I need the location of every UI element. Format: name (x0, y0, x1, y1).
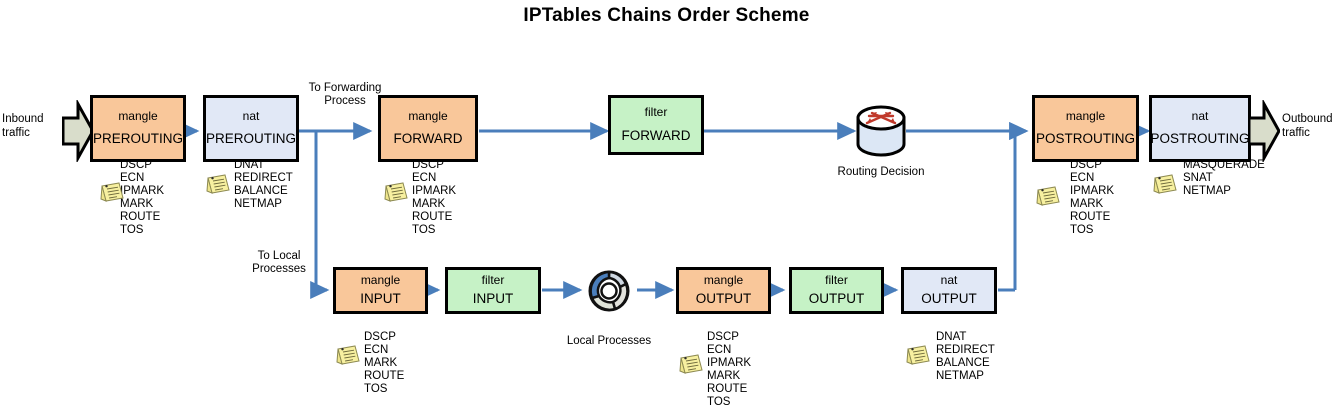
box-chain-name: FORWARD (393, 131, 463, 147)
box-table-name: mangle (408, 108, 448, 123)
outbound-arrow-icon (1248, 100, 1280, 162)
sticky-note-icon (206, 174, 230, 194)
targets-mangle-prerouting: DSCP ECN IPMARK MARK ROUTE TOS (120, 159, 165, 237)
box-chain-name: PREROUTING (206, 131, 297, 147)
outbound-traffic-label: Outbound traffic (1282, 113, 1333, 140)
process-cycle-icon[interactable] (582, 265, 636, 317)
box-nat-prerouting[interactable]: nat PREROUTING (203, 95, 299, 162)
box-chain-name: OUTPUT (921, 291, 977, 307)
box-mangle-forward[interactable]: mangle FORWARD (378, 95, 478, 162)
sticky-note-icon (384, 182, 408, 202)
to-forwarding-line2: Process (324, 95, 366, 107)
label-to-local-processes: To Local Processes (238, 250, 320, 276)
outbound-traffic-line1: Outbound (1282, 113, 1333, 125)
targets-mangle-output: DSCP ECN IPMARK MARK ROUTE TOS (707, 331, 752, 409)
box-filter-output[interactable]: filter OUTPUT (789, 267, 884, 314)
box-table-name: filter (825, 272, 848, 287)
box-chain-name: OUTPUT (808, 291, 865, 307)
targets-mangle-forward: DSCP ECN IPMARK MARK ROUTE TOS (412, 159, 457, 237)
sticky-note-icon (1153, 174, 1177, 194)
inbound-arrow-icon (62, 100, 94, 162)
box-chain-name: POSTROUTING (1035, 131, 1135, 147)
box-table-name: filter (481, 272, 505, 287)
sticky-note-icon (679, 354, 703, 374)
box-chain-name: PREROUTING (93, 131, 184, 147)
box-table-name: mangle (360, 272, 401, 287)
box-mangle-output[interactable]: mangle OUTPUT (676, 267, 771, 314)
box-filter-input[interactable]: filter INPUT (445, 267, 541, 314)
router-cylinder-icon[interactable] (855, 104, 907, 158)
inbound-traffic-line1: Inbound (2, 113, 44, 125)
box-chain-name: INPUT (360, 291, 401, 307)
box-filter-forward[interactable]: filter FORWARD (608, 95, 704, 155)
sticky-note-icon (1036, 186, 1060, 206)
box-table-name: nat (242, 108, 260, 123)
routing-decision-label: Routing Decision (837, 166, 925, 178)
targets-nat-output: DNAT REDIRECT BALANCE NETMAP (936, 331, 995, 383)
targets-mangle-postrouting: DSCP ECN IPMARK MARK ROUTE TOS (1070, 159, 1115, 237)
sticky-note-icon (906, 345, 930, 365)
box-chain-name: OUTPUT (695, 291, 752, 307)
targets-mangle-input: DSCP ECN MARK ROUTE TOS (364, 331, 405, 396)
box-chain-name: FORWARD (621, 127, 691, 143)
box-mangle-postrouting[interactable]: mangle POSTROUTING (1032, 95, 1139, 162)
label-to-forwarding-process: To Forwarding Process (300, 82, 390, 108)
inbound-traffic-label: Inbound traffic (2, 113, 64, 140)
box-mangle-input[interactable]: mangle INPUT (333, 267, 428, 314)
to-local-line2: Processes (252, 263, 306, 275)
box-table-name: mangle (1065, 108, 1106, 123)
box-nat-output[interactable]: nat OUTPUT (901, 267, 997, 314)
to-local-line1: To Local (257, 250, 301, 262)
sticky-note-icon (336, 345, 360, 365)
box-table-name: filter (644, 105, 668, 120)
box-nat-postrouting[interactable]: nat POSTROUTING (1149, 95, 1251, 162)
targets-nat-prerouting: DNAT REDIRECT BALANCE NETMAP (234, 159, 293, 211)
box-chain-name: POSTROUTING (1150, 131, 1250, 147)
inbound-traffic-line2: traffic (2, 126, 30, 139)
box-table-name: mangle (118, 108, 158, 123)
box-chain-name: INPUT (472, 291, 514, 307)
page-title: IPTables Chains Order Scheme (523, 5, 810, 26)
to-forwarding-line1: To Forwarding (308, 82, 382, 94)
box-table-name: nat (940, 272, 958, 287)
targets-nat-postrouting: MASQUERADE SNAT NETMAP (1183, 159, 1265, 198)
box-table-name: mangle (703, 272, 744, 287)
outbound-traffic-line2: traffic (1282, 126, 1310, 139)
local-processes-label: Local Processes (566, 335, 652, 347)
box-table-name: nat (1191, 108, 1209, 123)
box-mangle-prerouting[interactable]: mangle PREROUTING (90, 95, 186, 162)
sticky-note-icon (100, 182, 124, 202)
